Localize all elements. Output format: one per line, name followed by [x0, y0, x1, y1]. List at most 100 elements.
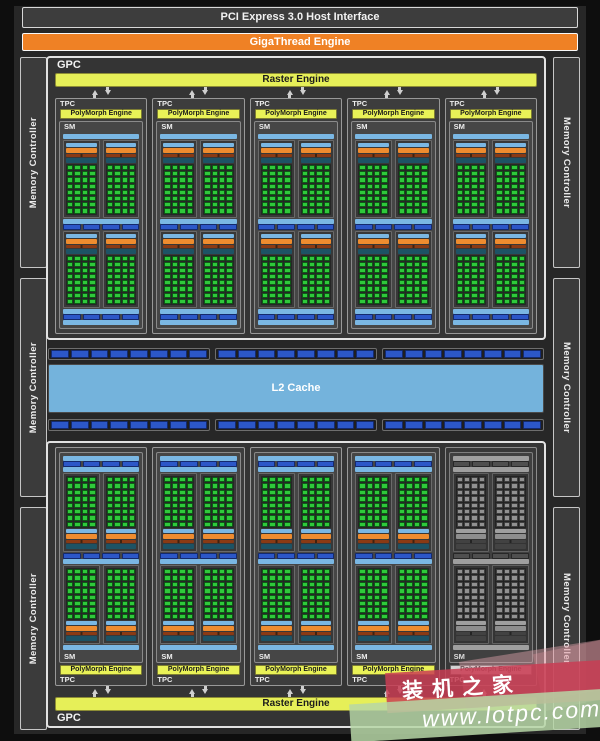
core-cell	[503, 177, 511, 183]
core-cell	[114, 298, 121, 304]
core-cell	[503, 581, 511, 588]
core-cell	[164, 575, 171, 581]
crossbar-segment	[218, 421, 236, 429]
instruction-cache-bar	[355, 218, 432, 224]
load-store-segment	[257, 223, 276, 230]
load-store-segment	[452, 223, 471, 230]
core-cell	[276, 502, 284, 508]
core-cell	[226, 261, 233, 267]
core-cell	[374, 508, 381, 515]
core-cell	[316, 515, 323, 521]
core-cell	[284, 613, 291, 619]
core-cell	[74, 489, 81, 496]
core-cell	[81, 502, 89, 508]
sm-content	[255, 132, 337, 328]
core-cell	[128, 521, 136, 527]
scheduler-bar	[163, 238, 195, 244]
core-cell	[413, 607, 421, 613]
core-cell	[269, 581, 276, 588]
core-cell	[114, 489, 121, 496]
core-cell	[179, 255, 186, 261]
register-file-bar	[203, 544, 234, 549]
core-cell	[121, 496, 128, 502]
core-cell	[421, 171, 428, 177]
core-cell	[308, 496, 316, 502]
core-cell	[218, 594, 226, 600]
core-cell	[121, 189, 128, 195]
core-cell	[81, 600, 89, 607]
core-cell	[211, 502, 218, 508]
core-cell	[186, 292, 194, 298]
core-cell	[81, 483, 89, 489]
register-file-bar	[260, 158, 292, 163]
core-cell	[496, 189, 503, 195]
core-cell	[511, 171, 518, 177]
core-cell	[211, 208, 218, 214]
load-store-segment	[257, 461, 276, 467]
core-cell	[496, 515, 503, 521]
core-cell	[413, 508, 421, 515]
core-cell	[496, 508, 503, 515]
core-cell	[381, 274, 388, 280]
core-cell	[308, 255, 316, 261]
core-cell	[121, 588, 128, 594]
core-partition-row	[452, 230, 530, 308]
buffer-bar	[163, 233, 195, 238]
load-store-segment	[102, 223, 120, 230]
instruction-cache-bar	[355, 134, 432, 139]
core-cell	[366, 483, 374, 489]
scheduler-bar	[300, 534, 332, 539]
tpc-label: TPC	[60, 99, 75, 108]
core-partition	[102, 140, 140, 218]
core-cell	[74, 575, 81, 581]
core-cell	[496, 477, 503, 483]
core-cell	[308, 183, 316, 189]
buffer-bar	[203, 621, 234, 625]
core-cell	[121, 202, 128, 208]
core-grid	[397, 476, 429, 528]
core-cell	[456, 280, 464, 286]
core-cell	[503, 569, 511, 575]
core-partition	[102, 473, 140, 552]
sm-content	[450, 132, 532, 328]
core-cell	[284, 202, 291, 208]
dispatch-bar	[105, 632, 137, 635]
core-cell	[301, 171, 308, 177]
core-cell	[261, 600, 269, 607]
core-cell	[478, 292, 486, 298]
core-cell	[323, 477, 331, 483]
core-cell	[316, 165, 323, 171]
core-cell	[106, 502, 114, 508]
core-cell	[186, 594, 194, 600]
buffer-bar	[300, 143, 332, 147]
core-cell	[301, 600, 308, 607]
arrow-up-icon	[286, 689, 293, 697]
core-cell	[164, 588, 171, 594]
core-cell	[269, 189, 276, 195]
core-cell	[81, 588, 89, 594]
core-cell	[81, 607, 89, 613]
core-cell	[218, 255, 226, 261]
core-cell	[511, 588, 518, 594]
core-cell	[171, 581, 179, 588]
core-cell	[301, 588, 308, 594]
core-cell	[398, 202, 406, 208]
load-store-row	[63, 314, 140, 320]
core-cell	[381, 489, 388, 496]
core-cell	[323, 286, 331, 292]
core-cell	[366, 588, 374, 594]
core-cell	[366, 177, 374, 183]
core-cell	[226, 502, 233, 508]
core-cell	[276, 177, 284, 183]
core-cell	[171, 613, 179, 619]
scheduler-bar	[105, 148, 137, 153]
core-cell	[114, 195, 121, 202]
core-cell	[478, 594, 486, 600]
core-cell	[89, 489, 96, 496]
core-cell	[323, 483, 331, 489]
core-cell	[89, 569, 96, 575]
register-file-bar	[455, 248, 487, 254]
core-cell	[218, 177, 226, 183]
dispatch-bar	[203, 540, 234, 543]
core-cell	[179, 613, 186, 619]
